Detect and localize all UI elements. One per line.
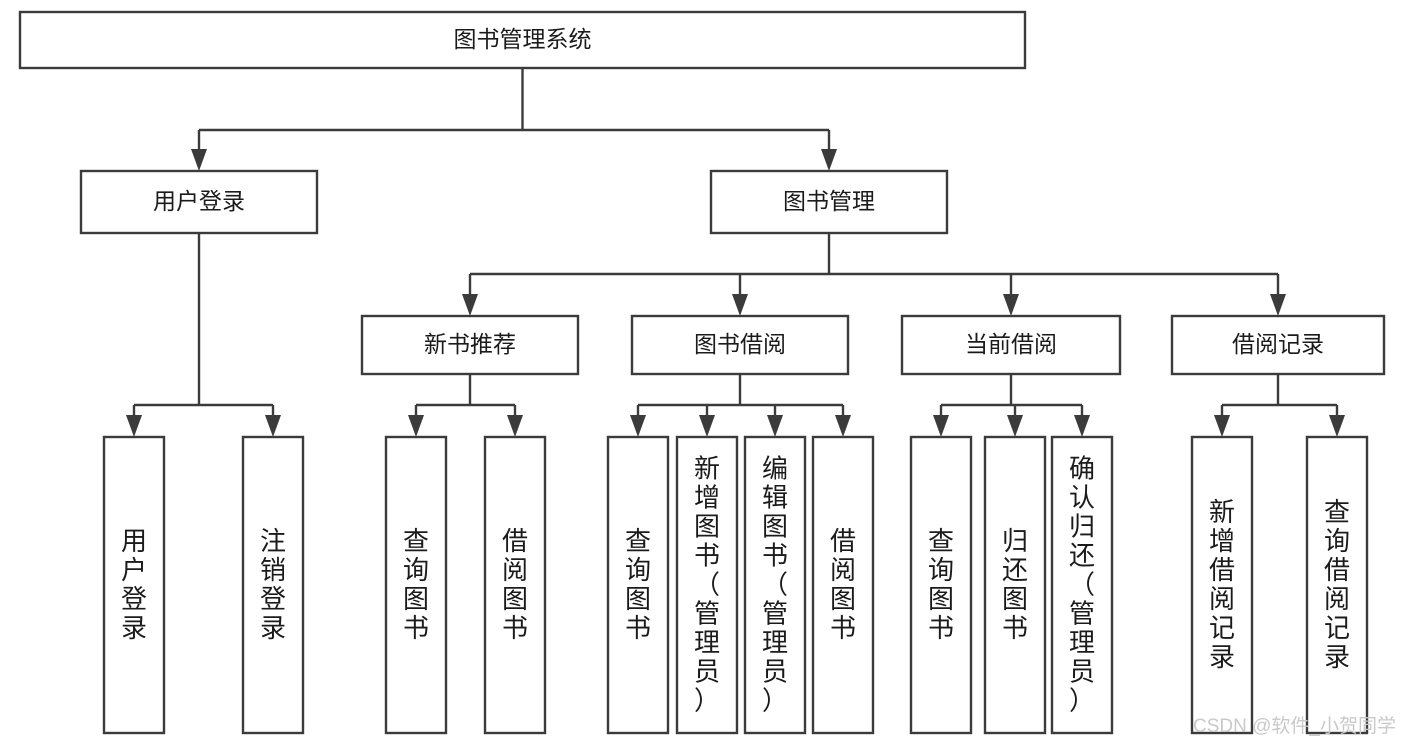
nodes-layer: 图书管理系统用户登录图书管理新书推荐图书借阅当前借阅借阅记录用户登录注销登录查询… [18,10,1386,735]
leaf-leaf-add-record-box [1190,435,1254,735]
leaf-leaf-add-record-label: 新增借阅记录 [1209,497,1235,672]
leaf-leaf-query-book-2-box [606,435,670,735]
csdn-watermark: CSDN @软件_小贺同学 [1193,715,1396,737]
leaf-leaf-query-book-1-label: 查询图书 [403,526,429,643]
leafgroup-current-borrow-arrow-2 [1074,415,1090,437]
node-borrow-record-box [1170,314,1386,376]
leafgroup-new-book-recommend-arrow-0 [408,415,424,437]
root-node-book-management-system-box [18,10,1027,70]
node-book-manage[interactable]: 图书管理 [709,169,949,235]
leaf-leaf-confirm-return[interactable]: 确认归还（管理员） [1050,435,1114,735]
root-to-level1-arrow-0 [191,149,207,171]
leaf-leaf-query-book-3[interactable]: 查询图书 [909,435,973,735]
node-borrow-record[interactable]: 借阅记录 [1170,314,1386,376]
leaf-leaf-add-record[interactable]: 新增借阅记录 [1190,435,1254,735]
bookmanage-to-level2-arrow-2 [1003,294,1019,316]
leaf-leaf-query-record[interactable]: 查询借阅记录 [1305,435,1369,735]
leaf-leaf-confirm-return-label: 确认归还（管理员） [1069,454,1095,716]
leaf-leaf-add-book[interactable]: 新增图书（管理员） [675,435,739,735]
leafgroup-user-login-arrow-1 [265,415,281,437]
leaf-leaf-borrow-book-1[interactable]: 借阅图书 [483,435,547,735]
leaf-leaf-query-book-1-box [384,435,448,735]
leaf-leaf-query-record-box [1305,435,1369,735]
node-user-login[interactable]: 用户登录 [79,169,319,235]
leafgroup-current-borrow-arrow-1 [1007,415,1023,437]
bookmanage-to-level2-arrow-0 [462,294,478,316]
bookmanage-to-level2-arrow-1 [732,294,748,316]
leaf-leaf-edit-book-box [743,435,807,735]
leaf-leaf-logout-box [241,435,305,735]
leaf-leaf-user-login-label: 用户登录 [121,526,147,643]
leaf-leaf-logout-label: 注销登录 [260,526,286,643]
leaf-leaf-query-book-1[interactable]: 查询图书 [384,435,448,735]
leaf-leaf-borrow-book-2[interactable]: 借阅图书 [811,435,875,735]
leaf-leaf-user-login-box [102,435,166,735]
leafgroup-current-borrow-arrow-0 [933,415,949,437]
node-current-borrow-label: 当前借阅 [965,331,1057,357]
node-book-manage-label: 图书管理 [783,188,875,214]
leafgroup-borrow-record-arrow-1 [1329,415,1345,437]
leafgroup-borrow-record-arrow-0 [1214,415,1230,437]
leaf-leaf-query-book-2-label: 查询图书 [625,526,651,643]
node-current-borrow-box [900,314,1122,376]
node-borrow-record-label: 借阅记录 [1232,331,1324,357]
leaf-leaf-edit-book-label: 编辑图书（管理员） [762,454,788,716]
node-book-borrow[interactable]: 图书借阅 [630,314,850,376]
leaf-leaf-edit-book[interactable]: 编辑图书（管理员） [743,435,807,735]
leaf-leaf-query-record-label: 查询借阅记录 [1324,497,1350,672]
leafgroup-user-login-arrow-0 [126,415,142,437]
leaf-leaf-borrow-book-2-box [811,435,875,735]
leafgroup-book-borrow-arrow-1 [699,415,715,437]
leaf-leaf-logout[interactable]: 注销登录 [241,435,305,735]
node-new-book-recommend[interactable]: 新书推荐 [360,314,580,376]
node-book-borrow-label: 图书借阅 [694,331,786,357]
leaf-leaf-return-book-label: 归还图书 [1002,526,1028,643]
leaf-leaf-return-book[interactable]: 归还图书 [983,435,1047,735]
root-node-book-management-system[interactable]: 图书管理系统 [18,10,1027,70]
leaf-leaf-borrow-book-1-box [483,435,547,735]
node-user-login-label: 用户登录 [153,188,245,214]
leaf-leaf-add-book-box [675,435,739,735]
leafgroup-book-borrow-arrow-2 [767,415,783,437]
leaf-leaf-add-book-label: 新增图书（管理员） [694,454,720,716]
leafgroup-book-borrow-arrow-0 [630,415,646,437]
leafgroup-new-book-recommend-arrow-1 [507,415,523,437]
leaf-leaf-return-book-box [983,435,1047,735]
node-book-borrow-box [630,314,850,376]
node-book-manage-box [709,169,949,235]
node-new-book-recommend-box [360,314,580,376]
connectors-layer [126,68,1345,437]
leaf-leaf-confirm-return-box [1050,435,1114,735]
leaf-leaf-query-book-2[interactable]: 查询图书 [606,435,670,735]
node-current-borrow[interactable]: 当前借阅 [900,314,1122,376]
leaf-leaf-query-book-3-label: 查询图书 [928,526,954,643]
node-new-book-recommend-label: 新书推荐 [424,331,516,357]
root-to-level1-arrow-1 [821,149,837,171]
leaf-leaf-user-login[interactable]: 用户登录 [102,435,166,735]
leaf-leaf-borrow-book-1-label: 借阅图书 [502,526,528,643]
bookmanage-to-level2-arrow-3 [1270,294,1286,316]
leaf-leaf-borrow-book-2-label: 借阅图书 [830,526,856,643]
node-user-login-box [79,169,319,235]
root-node-book-management-system-label: 图书管理系统 [454,26,592,52]
leafgroup-book-borrow-arrow-3 [835,415,851,437]
leaf-leaf-query-book-3-box [909,435,973,735]
